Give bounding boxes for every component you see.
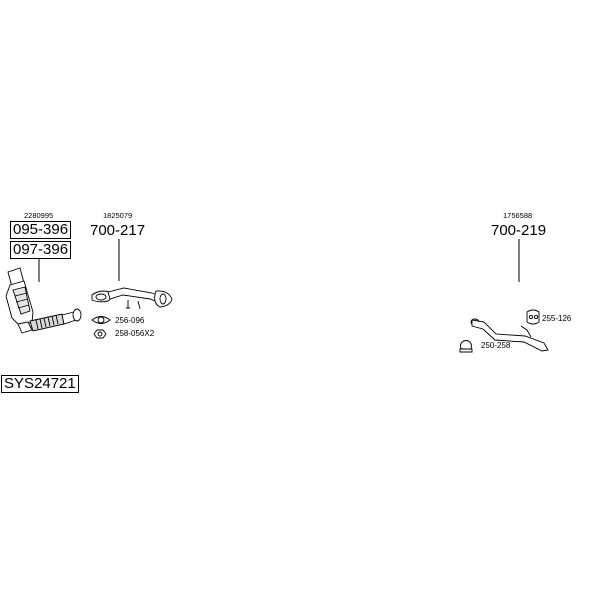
catalytic-converter-drawing: [5, 267, 82, 334]
pipe-700-219-drawing: [470, 318, 549, 352]
oe-number-2280995: 2280995: [24, 211, 54, 220]
clamp-250-258-icon: [459, 340, 473, 353]
system-code-badge: SYS24721: [1, 375, 79, 393]
accessory-250-258-label[interactable]: 250-258: [481, 341, 511, 350]
accessory-255-126-label[interactable]: 255-126: [542, 314, 572, 323]
accessory-256-096-label[interactable]: 256-096: [115, 316, 145, 325]
accessory-258-056X2-label[interactable]: 258-056X2: [115, 329, 155, 338]
oe-number-1825079: 1825079: [103, 211, 133, 220]
part-number-095-396[interactable]: 095-396: [10, 221, 72, 239]
oe-number-1756588: 1756588: [503, 211, 533, 220]
front-pipe-700-217-drawing: [91, 287, 173, 310]
part-number-700-217[interactable]: 700-217: [90, 222, 146, 239]
hanger-255-126-icon: [526, 309, 540, 325]
part-number-700-219[interactable]: 700-219: [491, 222, 547, 239]
part-number-097-396[interactable]: 097-396: [10, 241, 72, 259]
gasket-256-096-icon: [91, 316, 111, 324]
nut-258-056X2-icon: [93, 329, 107, 339]
